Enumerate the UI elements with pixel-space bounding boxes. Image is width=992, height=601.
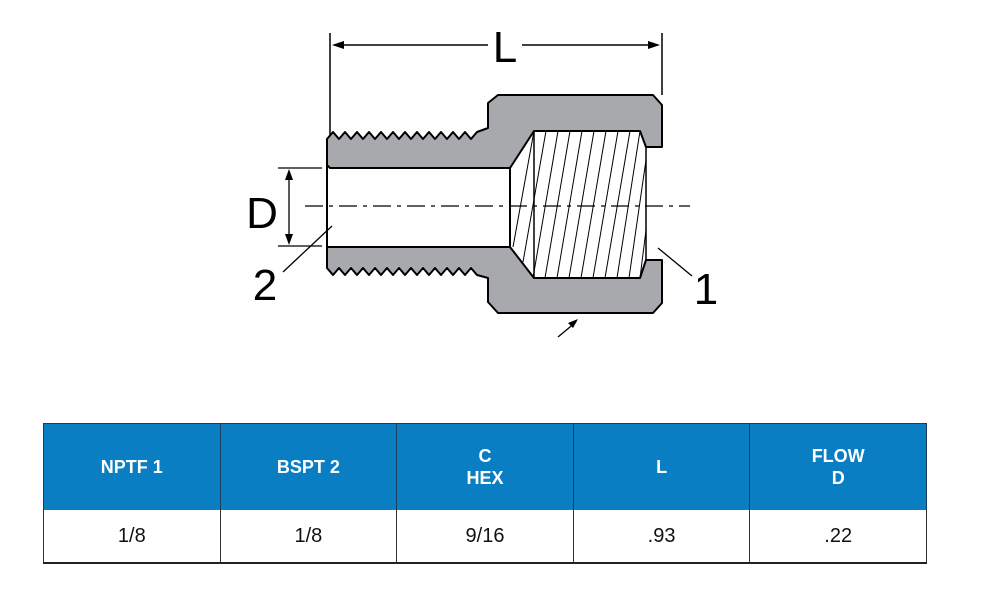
header-nptf: NPTF 1 — [43, 423, 221, 510]
table-row: 1/8 1/8 9/16 .93 .22 — [43, 510, 927, 564]
diameter-arrow-top — [285, 169, 293, 180]
port-2-label: 2 — [253, 261, 277, 310]
cell-flow: .22 — [749, 510, 927, 564]
cell-nptf: 1/8 — [43, 510, 221, 564]
hex-arrow — [557, 319, 578, 338]
fitting-body — [326, 94, 663, 314]
leader-port-2 — [282, 225, 333, 273]
port-1-label: 1 — [694, 265, 718, 314]
table-header-row: NPTF 1 BSPT 2 C HEX L FLOW D — [43, 423, 927, 510]
header-bspt: BSPT 2 — [219, 423, 398, 510]
leader-port-1 — [657, 247, 693, 277]
header-flow: FLOW D — [749, 423, 927, 510]
cell-length: .93 — [572, 510, 751, 564]
length-arrow-left — [332, 41, 344, 49]
bore-outline — [326, 147, 511, 265]
specifications-table: NPTF 1 BSPT 2 C HEX L FLOW D 1/8 1/8 9/1… — [43, 423, 927, 564]
header-length: L — [572, 423, 751, 510]
length-dimension — [329, 33, 663, 135]
header-hex: C HEX — [396, 423, 574, 510]
cell-bspt: 1/8 — [219, 510, 398, 564]
diameter-dimension — [278, 167, 322, 247]
cell-hex: 9/16 — [396, 510, 574, 564]
diameter-label: D — [246, 189, 278, 238]
length-arrow-right — [648, 41, 660, 49]
female-thread-hatching — [512, 130, 647, 279]
fitting-cross-section-drawing: L D 2 1 — [246, 23, 718, 338]
diameter-arrow-bottom — [285, 234, 293, 245]
length-label: L — [493, 23, 517, 72]
